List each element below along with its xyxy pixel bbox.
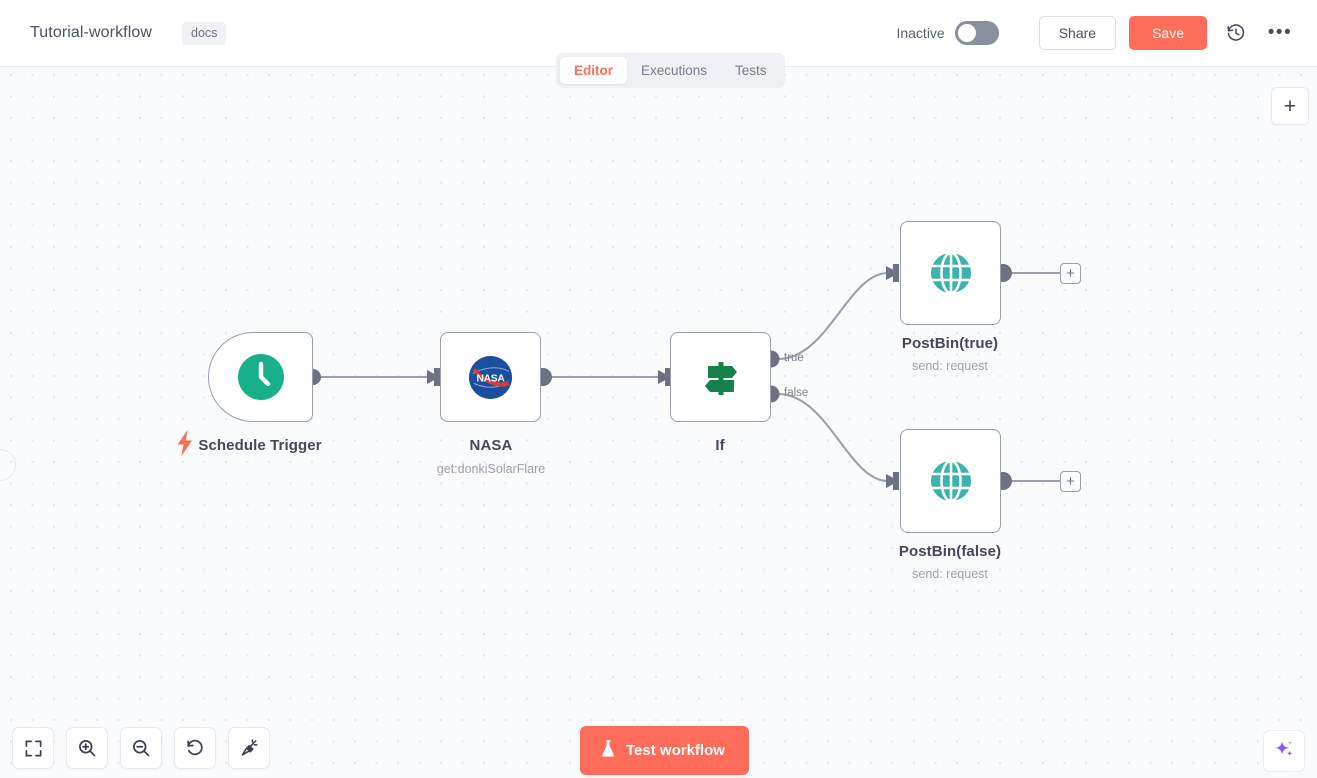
- node-postbin-false[interactable]: [900, 429, 1001, 533]
- more-options-icon[interactable]: •••: [1267, 22, 1293, 43]
- flask-icon: [600, 739, 617, 762]
- ai-assistant-button[interactable]: [1263, 730, 1305, 772]
- node-nasa[interactable]: NASA: [440, 332, 541, 422]
- view-tabs: Editor Executions Tests: [556, 53, 785, 88]
- header-actions: Inactive Share Save •••: [896, 16, 1295, 50]
- zoom-out-button[interactable]: [120, 727, 162, 769]
- node-label-postbin-true: PostBin(true): [901, 335, 999, 352]
- workflow-active-label: Inactive: [896, 25, 945, 41]
- reset-zoom-button[interactable]: [174, 727, 216, 769]
- node-label-postbin-false: PostBin(false): [898, 543, 1002, 560]
- svg-text:NASA: NASA: [477, 373, 506, 384]
- clock-icon: [237, 354, 284, 400]
- open-nodes-panel-button[interactable]: +: [1271, 87, 1309, 125]
- node-sublabel-postbin-true: send: request: [912, 359, 988, 373]
- trigger-bolt-icon: [176, 430, 194, 461]
- tab-editor[interactable]: Editor: [560, 57, 627, 84]
- ai-sparkle-icon: [1273, 738, 1295, 765]
- history-icon[interactable]: [1221, 18, 1251, 48]
- tidy-up-button[interactable]: [228, 727, 270, 769]
- workflow-active-toggle[interactable]: [954, 21, 999, 45]
- node-sublabel-postbin-false: send: request: [912, 567, 988, 581]
- canvas-zoom-controls: [12, 727, 270, 769]
- node-label-schedule-trigger: Schedule Trigger: [198, 437, 322, 454]
- workflow-canvas[interactable]: Schedule Trigger NASA NASA get:donkiSola…: [0, 67, 1317, 778]
- node-label-if: If: [715, 437, 725, 454]
- node-postbin-true[interactable]: [900, 221, 1001, 325]
- test-workflow-button[interactable]: Test workflow: [580, 726, 749, 775]
- page-title[interactable]: Tutorial-workflow: [30, 24, 153, 41]
- tab-tests[interactable]: Tests: [735, 63, 767, 78]
- node-if[interactable]: [670, 332, 771, 422]
- port-label-false: false: [784, 387, 809, 399]
- globe-icon: [930, 251, 971, 295]
- nasa-logo-icon: NASA: [468, 355, 513, 399]
- node-label-nasa: NASA: [469, 437, 513, 454]
- signpost-icon: [704, 362, 737, 395]
- share-button[interactable]: Share: [1038, 16, 1117, 50]
- port-label-true: true: [784, 352, 804, 364]
- add-node-after-postbin-true[interactable]: +: [1060, 263, 1081, 284]
- connection-lines: [305, 264, 1060, 490]
- node-schedule-trigger[interactable]: [208, 332, 313, 422]
- globe-icon: [930, 459, 971, 503]
- zoom-to-fit-button[interactable]: [12, 727, 54, 769]
- test-workflow-label: Test workflow: [626, 742, 725, 759]
- zoom-in-button[interactable]: [66, 727, 108, 769]
- toggle-knob: [957, 24, 976, 42]
- node-sublabel-nasa: get:donkiSolarFlare: [436, 462, 546, 476]
- tab-executions[interactable]: Executions: [641, 63, 708, 78]
- workflow-tag[interactable]: docs: [182, 21, 227, 45]
- add-node-after-postbin-false[interactable]: +: [1060, 471, 1081, 492]
- save-button[interactable]: Save: [1129, 16, 1207, 50]
